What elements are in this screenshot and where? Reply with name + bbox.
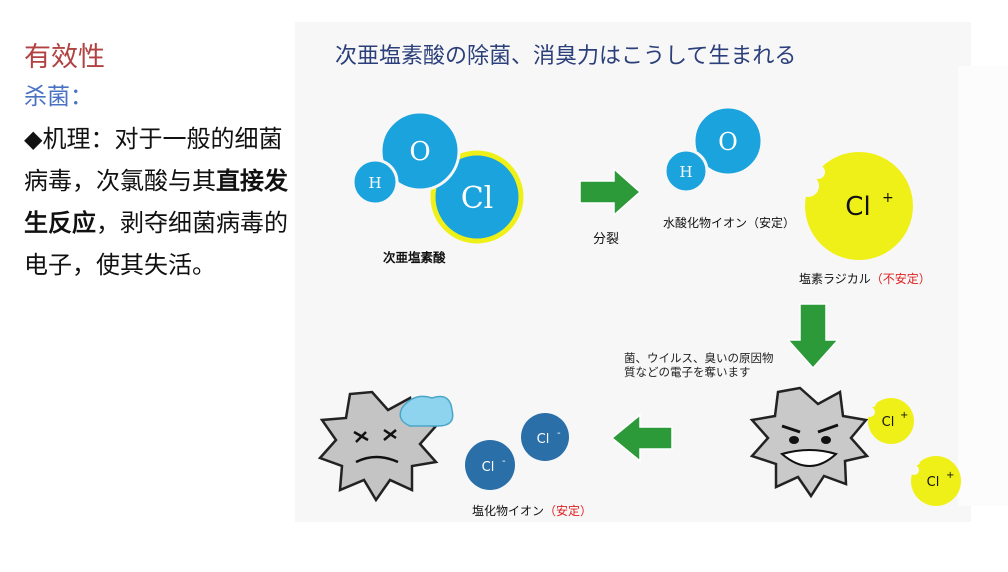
cl-atom bbox=[430, 150, 524, 244]
angry-germ bbox=[749, 386, 870, 499]
mechanism-prefix: ◆机理：对于一般的细菌病毒，次氯酸与其 bbox=[24, 125, 283, 195]
chloride-ion-2: Cl - bbox=[465, 440, 515, 490]
h-symbol: H bbox=[368, 174, 381, 192]
radical-cl-symbol: Cl bbox=[845, 192, 870, 222]
svg-text:Cl: Cl bbox=[927, 475, 940, 490]
mechanism-bold: 直接发生反应 bbox=[24, 167, 288, 237]
svg-text:+: + bbox=[900, 410, 908, 421]
label-chloride-ion: 塩化物イオン（安定） bbox=[472, 504, 593, 518]
label-hypochlorous: 次亜塩素酸 bbox=[383, 250, 446, 265]
panel-edge bbox=[958, 66, 1008, 506]
section-subheading: 杀菌： bbox=[24, 84, 93, 110]
diagram-title: 次亜塩素酸の除菌、消臭力はこうして生まれる bbox=[335, 44, 797, 69]
label-stable: （安定） bbox=[544, 504, 593, 518]
chloride-ion-1: Cl - bbox=[521, 413, 569, 461]
left-arrow bbox=[610, 413, 673, 463]
svg-text:+: + bbox=[946, 470, 954, 481]
label-unstable: （不安定） bbox=[870, 272, 931, 286]
svg-text:-: - bbox=[502, 456, 506, 467]
o-symbol: O bbox=[409, 137, 430, 167]
oh-h-symbol: H bbox=[679, 163, 692, 181]
cl-symbol: Cl bbox=[461, 181, 494, 216]
chlorine-radical: Cl + bbox=[797, 152, 913, 260]
svg-text:-: - bbox=[557, 428, 561, 439]
hypochlorous-molecule: O H Cl bbox=[351, 110, 524, 244]
svg-text:Cl: Cl bbox=[482, 460, 495, 475]
cl-radical-small-1: Cl + bbox=[865, 398, 914, 444]
cl-radical-small-2: Cl + bbox=[909, 456, 961, 506]
defeated-germ bbox=[317, 390, 454, 503]
oh-o-atom bbox=[692, 105, 764, 177]
radical-plus-symbol: + bbox=[882, 190, 894, 206]
hydroxide-ion: O H bbox=[663, 105, 764, 194]
left-text-panel: 有效性 杀菌： ◆机理：对于一般的细菌病毒，次氯酸与其直接发生反应，剥夺细菌病毒… bbox=[24, 38, 296, 286]
label-note: 菌、ウイルス、臭いの原因物質などの電子を奪います bbox=[624, 351, 774, 379]
o-atom bbox=[379, 110, 461, 192]
mechanism-suffix: ，剥夺细菌病毒的电子，使其失活。 bbox=[24, 209, 288, 279]
down-arrow bbox=[786, 303, 840, 370]
label-hydroxide-ion: 水酸化物イオン（安定） bbox=[663, 216, 796, 230]
section-heading: 有效性 bbox=[24, 42, 105, 73]
label-chlorine-radical: 塩素ラジカル（不安定） bbox=[799, 272, 931, 286]
label-split: 分裂 bbox=[593, 232, 620, 247]
svg-text:Cl: Cl bbox=[882, 415, 895, 430]
mechanism-text: ◆机理：对于一般的细菌病毒，次氯酸与其直接发生反应，剥夺细菌病毒的电子，使其失活… bbox=[24, 118, 296, 286]
oh-h-atom bbox=[663, 148, 709, 194]
h-atom bbox=[351, 158, 399, 206]
svg-text:Cl: Cl bbox=[537, 432, 550, 447]
oh-o-symbol: O bbox=[718, 128, 738, 156]
split-arrow bbox=[579, 167, 642, 217]
